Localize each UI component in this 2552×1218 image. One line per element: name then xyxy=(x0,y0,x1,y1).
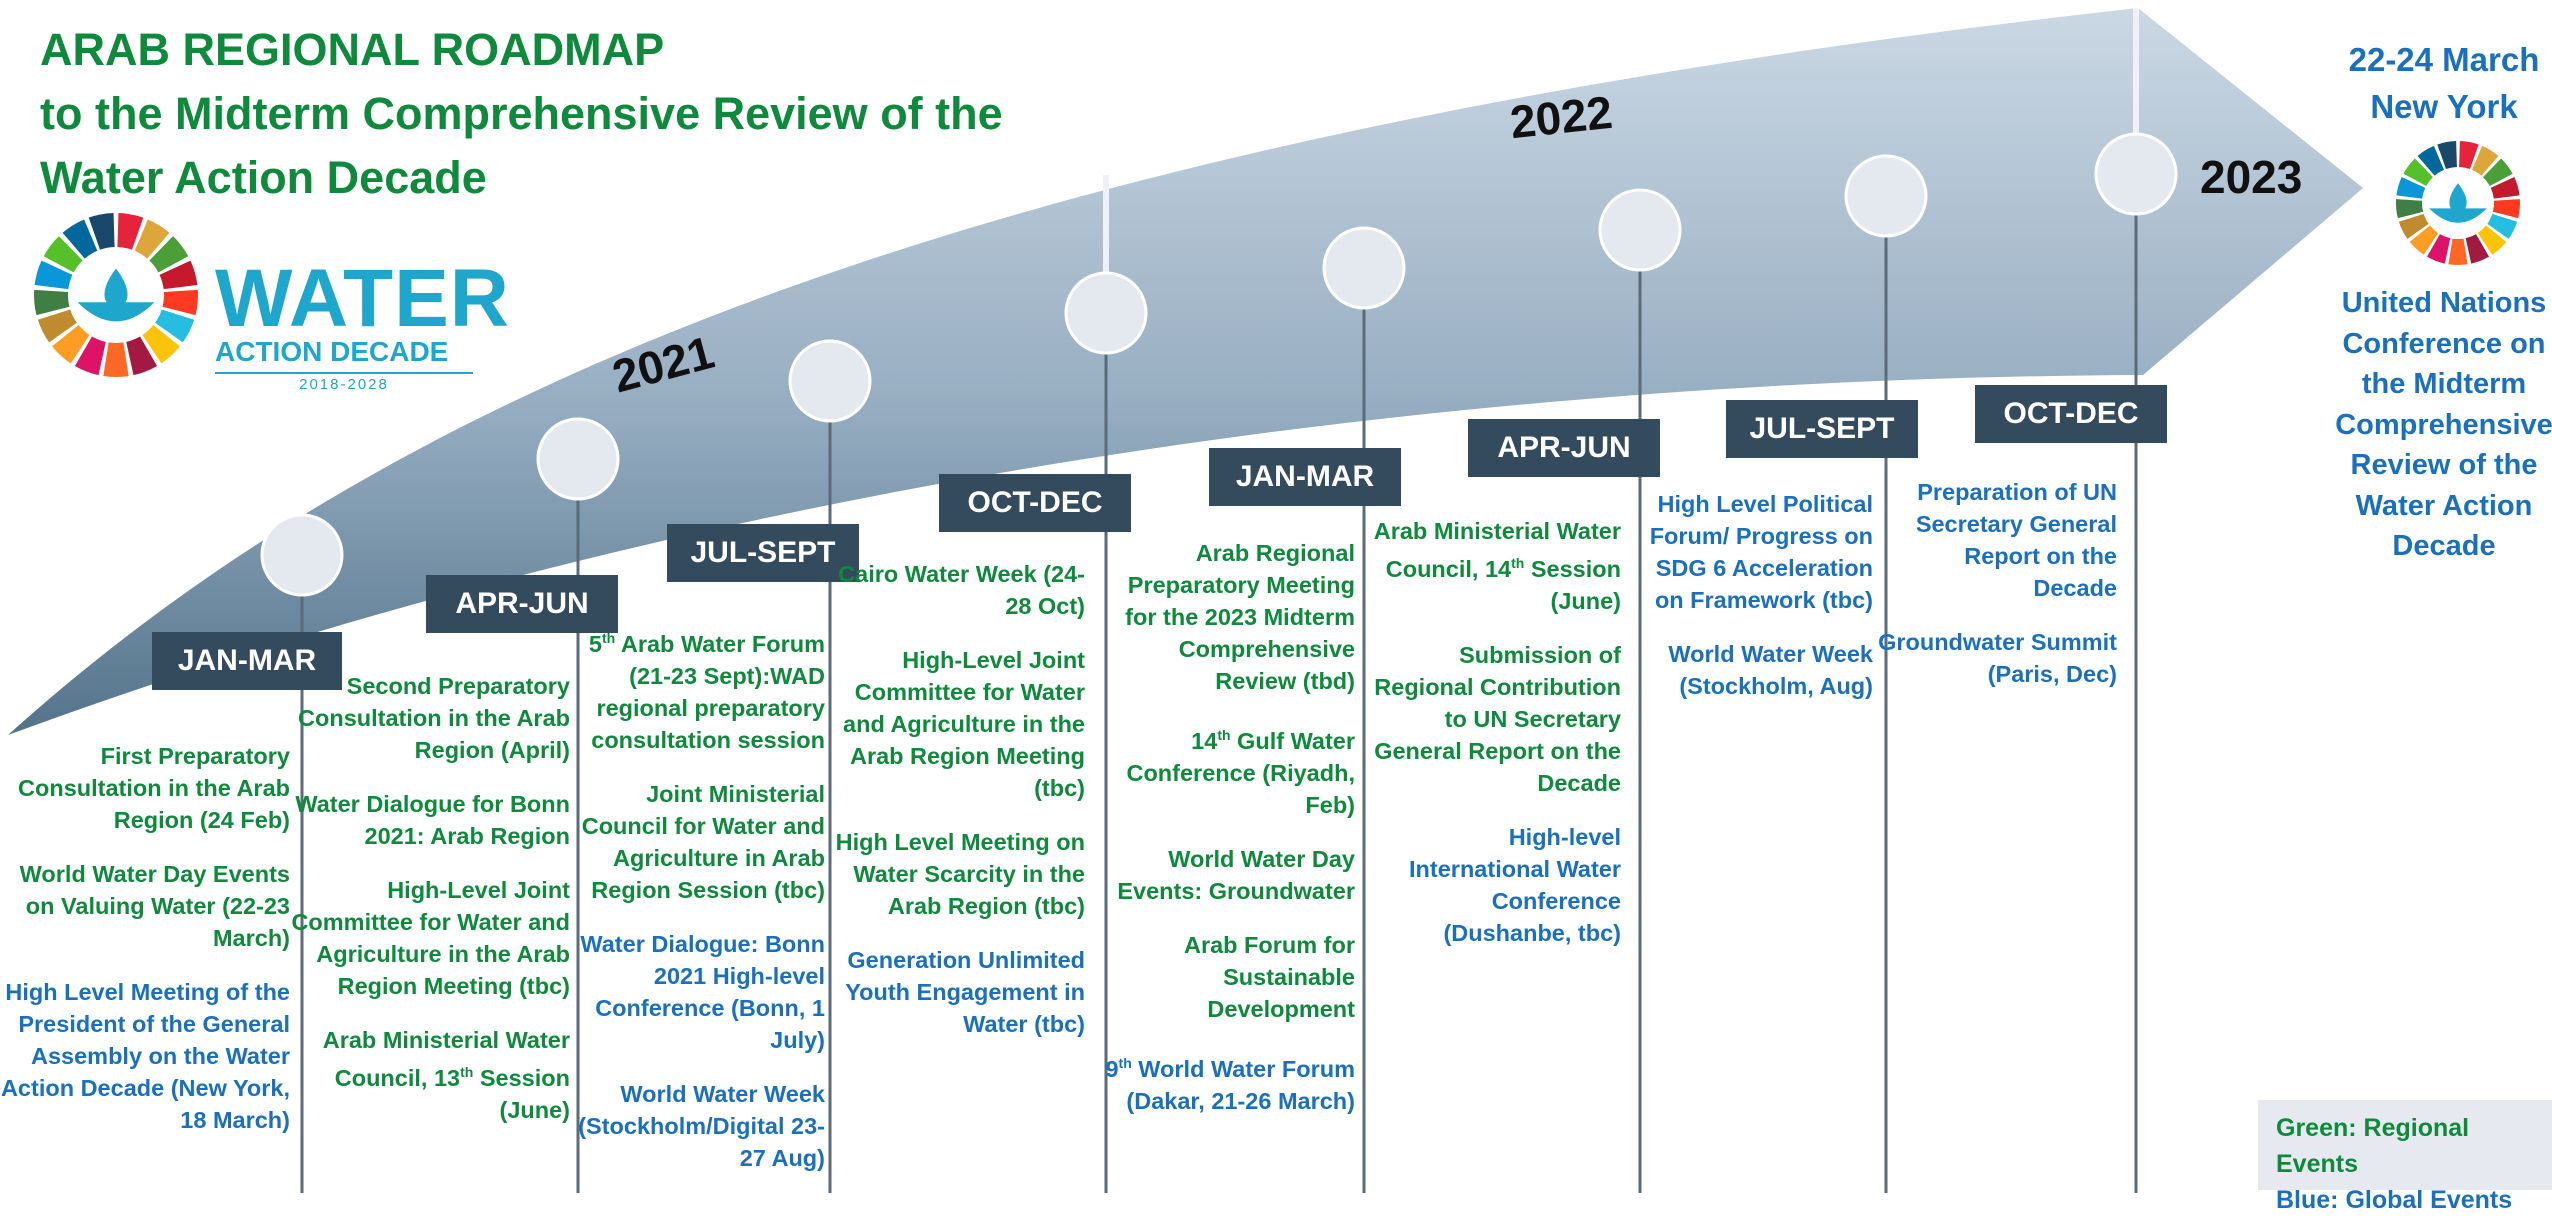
period-label: OCT-DEC xyxy=(939,474,1131,532)
un-conference-dates: 22-24 March xyxy=(2348,41,2540,78)
legend-global: Blue: Global Events xyxy=(2276,1186,2513,1214)
regional-event: Arab Ministerial Water Council, 13th Ses… xyxy=(322,1027,570,1123)
regional-event: Second Preparatory Consultation in the A… xyxy=(298,673,570,763)
regional-event: Arab Regional Preparatory Meeting for th… xyxy=(1125,540,1355,694)
regional-event: Submission of Regional Contribution to U… xyxy=(1374,641,1621,796)
period-marker xyxy=(2094,132,2178,216)
global-event: High-level International Water Conferenc… xyxy=(1409,823,1621,946)
logo-years: 2018-2028 xyxy=(215,372,473,393)
legend-regional: Green: Regional Events xyxy=(2276,1114,2470,1178)
period-marker xyxy=(1844,154,1928,238)
period-marker xyxy=(536,417,620,501)
regional-event: High-Level Joint Committee for Water and… xyxy=(843,647,1085,801)
period-events: 5th Arab Water Forum (21-23 Sept):WAD re… xyxy=(555,622,825,1196)
global-event: Groundwater Summit (Paris, Dec) xyxy=(1878,629,2117,687)
title-line-2: to the Midterm Comprehensive Review of t… xyxy=(40,88,1003,139)
year-label-2022: 2022 xyxy=(1507,85,1615,149)
water-action-decade-logo: WATER ACTION DECADE 2018-2028 xyxy=(215,253,511,393)
period-label: JUL-SEPT xyxy=(1726,400,1918,458)
period-label: APR-JUN xyxy=(1468,419,1660,477)
global-event: Generation Unlimited Youth Engagement in… xyxy=(845,947,1085,1037)
period-marker xyxy=(1064,271,1148,355)
regional-event: Water Dialogue for Bonn 2021: Arab Regio… xyxy=(295,791,570,849)
page-title: ARAB REGIONAL ROADMAP to the Midterm Com… xyxy=(40,18,1003,210)
global-event: World Water Week (Stockholm/Digital 23-2… xyxy=(578,1080,825,1171)
period-label: OCT-DEC xyxy=(1975,385,2167,443)
regional-event: World Water Day Events on Valuing Water … xyxy=(19,861,290,951)
regional-event: 14th Gulf Water Conference (Riyadh, Feb) xyxy=(1126,727,1355,818)
regional-event: Joint Ministerial Council for Water and … xyxy=(581,780,825,903)
regional-event: Arab Forum for Sustainable Development xyxy=(1183,931,1355,1022)
un-conference-place: New York xyxy=(2370,88,2518,125)
period-label: JAN-MAR xyxy=(1209,448,1401,506)
global-event: World Water Week (Stockholm, Aug) xyxy=(1668,641,1873,699)
un-conference-date: 22-24 March New York xyxy=(2318,36,2552,130)
period-label: APR-JUN xyxy=(426,575,618,633)
title-line-3: Water Action Decade xyxy=(40,152,487,203)
year-label-2023: 2023 xyxy=(2200,151,2303,203)
period-label: JUL-SEPT xyxy=(667,524,859,582)
sdg-wheel-icon xyxy=(34,213,198,377)
global-event: High Level Political Forum/ Progress on … xyxy=(1649,491,1873,613)
period-marker xyxy=(788,339,872,423)
period-events: Preparation of UN Secretary General Repo… xyxy=(1877,476,2117,712)
period-events: High Level Political Forum/ Progress on … xyxy=(1633,488,1873,724)
period-events: Second Preparatory Consultation in the A… xyxy=(290,670,570,1148)
sdg-wheel-icon xyxy=(2395,141,2520,265)
regional-event: First Preparatory Consultation in the Ar… xyxy=(18,743,290,833)
period-marker xyxy=(260,513,344,597)
period-marker xyxy=(1598,188,1682,272)
period-events: Arab Ministerial Water Council, 14th Ses… xyxy=(1366,515,1621,971)
regional-event: High Level Meeting on Water Scarcity in … xyxy=(835,829,1085,919)
global-event: Preparation of UN Secretary General Repo… xyxy=(1915,479,2117,601)
period-marker xyxy=(1322,226,1406,310)
period-label: JAN-MAR xyxy=(152,632,342,690)
logo-subtitle: ACTION DECADE xyxy=(215,336,449,367)
logo-word: WATER xyxy=(215,253,511,344)
global-event: 9th World Water Forum (Dakar, 21-26 Marc… xyxy=(1105,1054,1355,1114)
legend: Green: Regional Events Blue: Global Even… xyxy=(2258,1100,2552,1214)
period-events: First Preparatory Consultation in the Ar… xyxy=(0,740,290,1158)
regional-event: High-Level Joint Committee for Water and… xyxy=(291,877,570,999)
period-events: Cairo Water Week (24-28 Oct) High-Level J… xyxy=(835,558,1085,1062)
global-event: High Level Meeting of the President of t… xyxy=(0,979,290,1133)
title-line-1: ARAB REGIONAL ROADMAP xyxy=(40,24,665,75)
regional-event: 5th Arab Water Forum (21-23 Sept):WAD re… xyxy=(588,630,825,753)
un-conference-name: United Nations Conference on the Midterm… xyxy=(2335,287,2552,562)
regional-event: Cairo Water Week (24-28 Oct) xyxy=(838,561,1085,619)
period-events: Arab Regional Preparatory Meeting for th… xyxy=(1105,537,1355,1139)
timeline-arrow xyxy=(8,8,2363,735)
regional-event: World Water Day Events: Groundwater xyxy=(1117,845,1355,904)
regional-event: Arab Ministerial Water Council, 14th Ses… xyxy=(1373,518,1621,614)
global-event: Water Dialogue: Bonn 2021 High-level Con… xyxy=(580,930,825,1053)
